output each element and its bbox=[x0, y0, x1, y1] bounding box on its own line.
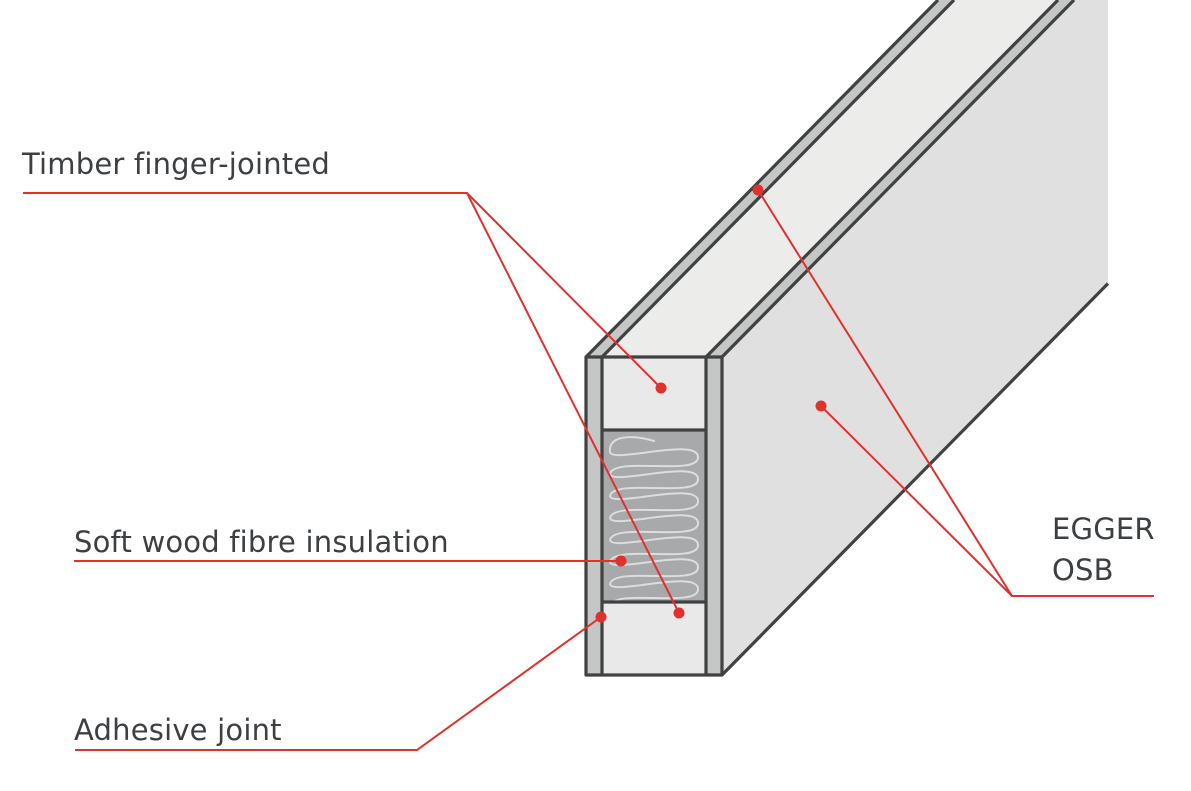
callout-timber: Timber finger-jointed bbox=[21, 147, 685, 619]
timber-bottom-section bbox=[602, 602, 706, 675]
marker-adhesive bbox=[595, 611, 607, 623]
osb-top-left-strip bbox=[586, 0, 954, 357]
edge-top-right-inner bbox=[704, 0, 1060, 359]
beam-edges bbox=[584, 0, 1110, 677]
callout-osb: EGGER OSB bbox=[752, 184, 1155, 597]
marker-osb-side bbox=[815, 400, 827, 412]
callouts: Timber finger-jointed Soft wood fibre in… bbox=[21, 147, 1155, 751]
beam-3d bbox=[584, 0, 1110, 677]
callout-adhesive: Adhesive joint bbox=[74, 611, 607, 751]
marker-timber-bottom bbox=[673, 607, 685, 619]
label-adhesive-joint: Adhesive joint bbox=[74, 713, 282, 747]
top-face bbox=[586, 0, 1074, 357]
leader-osb-side bbox=[820, 405, 1013, 597]
timber-top-section bbox=[602, 357, 706, 430]
edge-bottom-right bbox=[720, 282, 1110, 677]
marker-insulation bbox=[615, 555, 627, 567]
leader-adhesive bbox=[75, 616, 602, 751]
osb-right-section bbox=[706, 357, 722, 675]
label-egger: EGGER bbox=[1052, 512, 1155, 546]
section-outline bbox=[584, 355, 724, 677]
edge-top-left-outer bbox=[584, 0, 940, 359]
marker-osb-top bbox=[752, 184, 764, 196]
label-soft-wood-fibre-insulation: Soft wood fibre insulation bbox=[74, 525, 449, 559]
label-timber-finger-jointed: Timber finger-jointed bbox=[21, 147, 330, 181]
label-osb: OSB bbox=[1052, 553, 1114, 587]
cross-section bbox=[584, 355, 724, 677]
edge-top-left-inner bbox=[600, 0, 956, 359]
leader-timber-top bbox=[23, 192, 662, 389]
insulation-fibre-swirl bbox=[608, 436, 700, 625]
osb-top-right-strip bbox=[706, 0, 1074, 357]
leader-timber-bottom bbox=[466, 192, 680, 614]
side-face bbox=[722, 0, 1108, 675]
marker-timber-top bbox=[655, 382, 667, 394]
edge-top-right-outer bbox=[720, 0, 1076, 359]
callout-insulation: Soft wood fibre insulation bbox=[74, 525, 627, 567]
